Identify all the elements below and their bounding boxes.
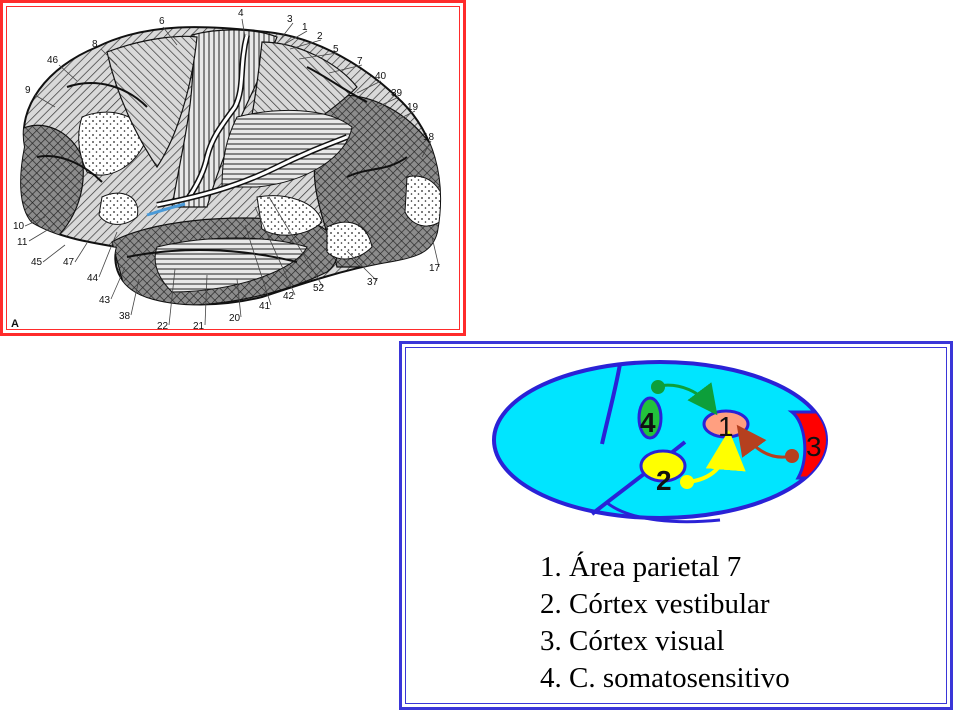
area-2-vestibular [639,449,687,483]
area-label: 7 [357,56,363,67]
area-label: 44 [87,273,99,284]
area-label: 4 [238,8,244,19]
arrow-brown-origin [785,449,799,463]
area-label: 2 [317,31,323,42]
area-label: 41 [259,301,271,312]
legend-item-2: 2. Córtex vestibular [540,588,770,620]
marker-1: 1 [718,411,734,442]
lateral-sulcus-line [590,440,687,516]
arrow-yellow-origin [680,475,694,489]
area-label: 22 [157,321,169,332]
area-label: 6 [159,16,165,27]
area-label: 11 [17,237,28,248]
area-label: 10 [13,221,25,232]
area-label: 46 [47,55,59,66]
brain-figure-frame: 6 4 3 1 2 5 7 8 46 40 39 19 9 18 10 11 4… [0,0,466,336]
area-label: 39 [391,88,403,99]
area-3-visual-cortex [787,410,826,480]
marker-2: 2 [656,465,672,496]
area-label: 52 [313,283,325,294]
cortex-schematic: 4 1 2 3 [492,360,828,524]
lower-fissure-line [605,500,721,524]
area-4-somatosensory [637,396,663,440]
central-sulcus-line [600,363,622,445]
area-label: 18 [423,132,435,143]
area-label: 37 [367,277,379,288]
area-label: 42 [283,291,295,302]
area-label: 19 [407,102,419,113]
area-label: 40 [375,71,387,82]
marker-3: 3 [806,431,822,462]
area-label: 38 [119,311,131,322]
legend: 1. Área parietal 7 2. Córtex vestibular … [540,549,790,697]
area-label: 5 [333,44,339,55]
area-label: 45 [31,257,43,268]
arrow-green-origin [651,380,665,394]
legend-item-4: 4. C. somatosensitivo [540,662,790,694]
area-label: 43 [99,295,111,306]
brain-figure: 6 4 3 1 2 5 7 8 46 40 39 19 9 18 10 11 4… [11,8,442,332]
area-label: 1 [302,22,308,33]
marker-4: 4 [640,407,656,438]
brain-figure-panel: 6 4 3 1 2 5 7 8 46 40 39 19 9 18 10 11 4… [6,6,460,332]
area-label: 47 [63,257,75,268]
panel-label: A [11,318,19,330]
area-label: 17 [429,263,441,274]
legend-item-1: 1. Área parietal 7 [540,551,742,583]
area-label: 21 [193,321,205,332]
area-label: 8 [92,39,98,50]
area-label: 9 [25,85,31,96]
area-label: 20 [229,313,241,324]
area-label: 3 [287,14,293,25]
legend-item-3: 3. Córtex visual [540,625,725,657]
